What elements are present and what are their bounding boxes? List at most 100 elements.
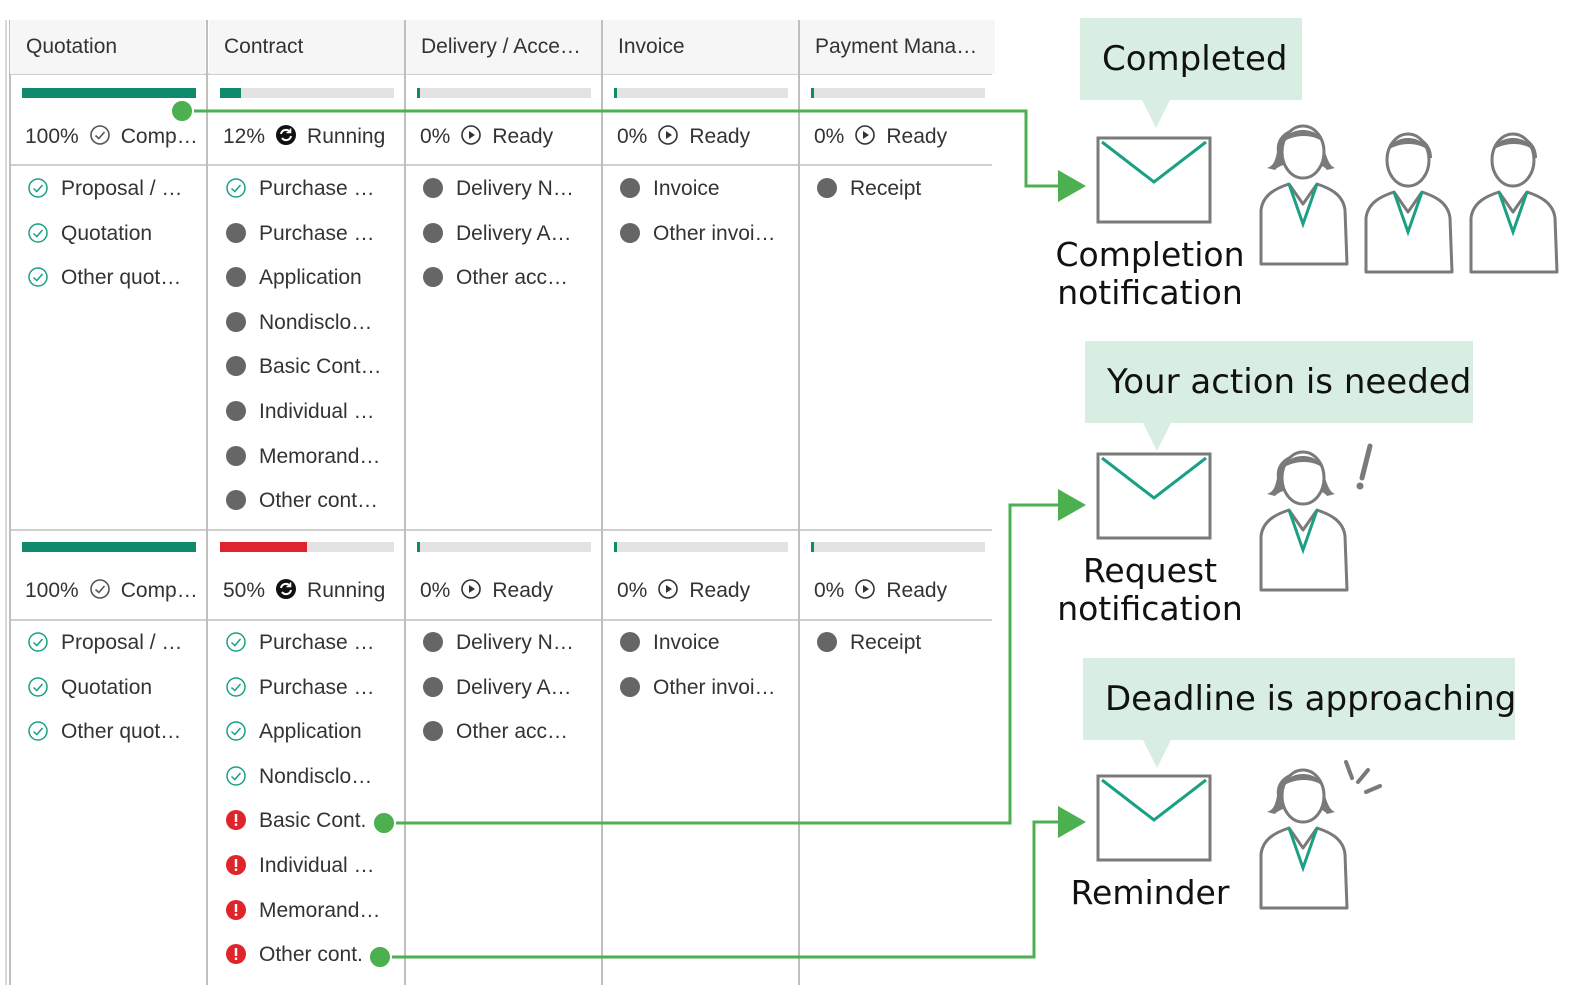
- progress-percent: 12%: [223, 125, 266, 148]
- column-header[interactable]: Quotation: [10, 20, 205, 74]
- stage-status[interactable]: 0%Ready: [420, 122, 599, 152]
- progress-fill: [22, 88, 196, 98]
- document-item[interactable]: Delivery N…: [422, 628, 599, 658]
- envelope-icon: [1096, 452, 1212, 540]
- stage-status[interactable]: 0%Ready: [814, 122, 993, 152]
- check-circle-icon: [28, 178, 48, 198]
- document-item[interactable]: Quotation: [27, 219, 204, 249]
- document-item[interactable]: Purchase …: [225, 673, 402, 703]
- status-label: Ready: [689, 579, 751, 602]
- pending-dot-icon: [423, 721, 443, 742]
- document-item[interactable]: Individual …: [225, 851, 402, 881]
- document-item[interactable]: Receipt: [816, 628, 993, 658]
- progress-percent: 50%: [223, 579, 266, 602]
- document-item[interactable]: Delivery N…: [422, 174, 599, 204]
- progress-bar: [417, 542, 591, 552]
- stage-status[interactable]: 0%Ready: [617, 122, 796, 152]
- document-item[interactable]: Invoice: [619, 174, 796, 204]
- check-circle-icon: [28, 222, 48, 243]
- callout-text: Completed: [1102, 39, 1288, 79]
- document-item[interactable]: Memorand…: [225, 896, 402, 926]
- document-item[interactable]: Other quot…: [27, 263, 204, 293]
- pending-dot-icon: [423, 632, 443, 652]
- notification-callout: Completed: [1080, 18, 1302, 128]
- status-label: Ready: [492, 125, 554, 148]
- document-label: Other invoi…: [653, 221, 776, 245]
- document-item[interactable]: Proposal / …: [27, 174, 204, 204]
- progress-fill: [417, 88, 421, 98]
- document-item[interactable]: Other acc…: [422, 263, 599, 293]
- document-item[interactable]: Individual …: [225, 397, 402, 427]
- document-label: Application: [259, 720, 362, 744]
- document-label: Individual …: [259, 400, 375, 423]
- document-item[interactable]: Nondisclo…: [225, 308, 402, 338]
- stage-status[interactable]: 0%Ready: [814, 576, 993, 606]
- pending-dot-icon: [423, 222, 443, 243]
- document-item[interactable]: Application: [225, 717, 402, 747]
- progress-bar: [811, 88, 985, 98]
- check-circle-icon: [28, 721, 48, 741]
- document-label: Quotation: [61, 221, 153, 245]
- document-label: Receipt: [850, 631, 922, 654]
- check-circle-icon: [28, 676, 48, 697]
- document-item[interactable]: Memorand…: [225, 442, 402, 472]
- progress-bar: [220, 88, 394, 98]
- alert-icon: [226, 810, 246, 831]
- document-item[interactable]: Invoice: [619, 628, 796, 658]
- running-icon: [276, 125, 297, 145]
- document-label: Proposal / …: [61, 631, 183, 654]
- document-label: Other cont.: [259, 943, 363, 967]
- alert-icon: [226, 944, 246, 965]
- document-item[interactable]: Purchase …: [225, 628, 402, 658]
- document-label: Receipt: [850, 177, 922, 200]
- document-item[interactable]: Proposal / …: [27, 628, 204, 658]
- column-header[interactable]: Contract: [209, 20, 404, 74]
- document-item[interactable]: Other cont…: [225, 486, 402, 516]
- document-label: Purchase …: [259, 221, 375, 245]
- document-item[interactable]: Delivery A…: [422, 219, 599, 249]
- document-label: Delivery N…: [456, 631, 574, 654]
- person-icon: [1364, 132, 1454, 274]
- stage-status[interactable]: 12%Running: [223, 122, 402, 152]
- document-item[interactable]: Other acc…: [422, 717, 599, 747]
- document-item[interactable]: Delivery A…: [422, 673, 599, 703]
- pending-dot-icon: [226, 356, 246, 377]
- document-label: Other cont…: [259, 489, 379, 513]
- document-item[interactable]: Other invoi…: [619, 673, 796, 703]
- column-header[interactable]: Invoice: [603, 20, 798, 74]
- stage-status[interactable]: 100%Comp…: [25, 576, 204, 606]
- progress-bar: [22, 88, 196, 98]
- document-item[interactable]: Other cont.: [225, 940, 402, 970]
- notification-callout: Deadline is approaching: [1083, 658, 1516, 768]
- document-item[interactable]: Purchase …: [225, 219, 402, 249]
- stage-status[interactable]: 0%Ready: [420, 576, 599, 606]
- check-circle-icon: [28, 632, 48, 652]
- document-item[interactable]: Quotation: [27, 673, 204, 703]
- document-item[interactable]: Basic Cont…: [225, 352, 402, 382]
- stage-status[interactable]: 50% Running: [223, 576, 402, 606]
- document-item[interactable]: Other quot…: [27, 717, 204, 747]
- play-circle-icon: [855, 125, 876, 145]
- play-circle-icon: [658, 579, 679, 599]
- document-item[interactable]: Receipt: [816, 174, 993, 204]
- document-label: Other quot…: [61, 720, 182, 744]
- document-item[interactable]: Basic Cont.: [225, 806, 402, 836]
- document-item[interactable]: Other invoi…: [619, 219, 796, 249]
- pending-dot-icon: [817, 632, 837, 652]
- document-label: Quotation: [61, 675, 153, 699]
- check-circle-icon: [89, 579, 110, 599]
- stage-status[interactable]: 0%Ready: [617, 576, 796, 606]
- stage-status[interactable]: 100%Comp…: [25, 122, 204, 152]
- arrow-head-icon: [1058, 489, 1086, 521]
- progress-bar: [614, 542, 788, 552]
- document-item[interactable]: Purchase …: [225, 174, 402, 204]
- document-item[interactable]: Application: [225, 263, 402, 293]
- progress-fill: [811, 88, 815, 98]
- document-label: Delivery N…: [456, 177, 574, 200]
- status-label: Running: [307, 579, 386, 602]
- column-header[interactable]: Delivery / Acce…: [406, 20, 601, 74]
- pending-dot-icon: [226, 401, 246, 421]
- document-item[interactable]: Nondisclo…: [225, 762, 402, 792]
- column-header[interactable]: Payment Mana…: [800, 20, 995, 74]
